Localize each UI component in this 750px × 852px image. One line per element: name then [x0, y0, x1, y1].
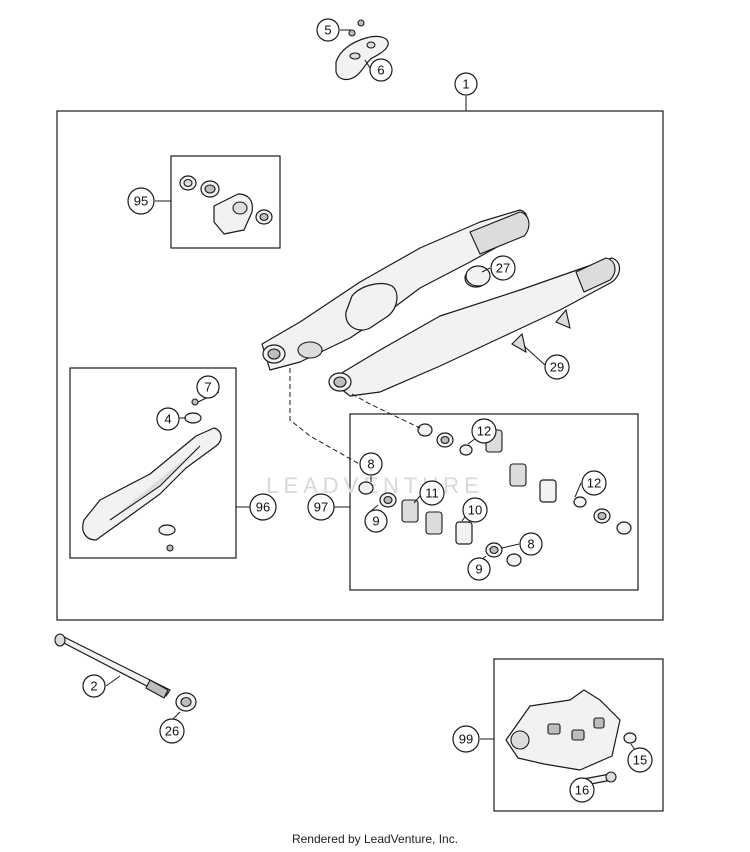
- part-97-bearing-set: [358, 423, 632, 567]
- leader-lines: [105, 29, 636, 783]
- svg-text:4: 4: [164, 412, 171, 427]
- svg-text:5: 5: [324, 23, 331, 38]
- kit-96-frame: [69, 367, 237, 559]
- svg-text:95: 95: [134, 194, 148, 209]
- callout-27: 27: [490, 255, 516, 281]
- part-26-axle-nut: [175, 692, 197, 712]
- svg-text:16: 16: [575, 783, 589, 798]
- part-96-chain-slider: [82, 398, 222, 552]
- callout-11: 11: [419, 480, 445, 506]
- svg-text:12: 12: [587, 476, 601, 491]
- part-6-clip: [335, 19, 389, 81]
- callout-99: 99: [452, 725, 480, 753]
- kit-97-frame: [349, 413, 639, 591]
- callout-29: 29: [544, 354, 570, 380]
- callout-97: 97: [307, 493, 335, 521]
- callout-6: 6: [369, 58, 393, 82]
- svg-text:12: 12: [477, 424, 491, 439]
- callout-9-lower: 9: [467, 557, 491, 581]
- svg-text:8: 8: [367, 457, 374, 472]
- svg-text:9: 9: [475, 562, 482, 577]
- part-95-bearing-kit: [179, 175, 273, 235]
- kit-95-frame: [170, 155, 281, 249]
- kit-99-frame: [493, 658, 664, 812]
- main-assembly-frame: [56, 110, 664, 621]
- svg-text:1: 1: [462, 77, 469, 92]
- callout-12-lower: 12: [581, 470, 607, 496]
- watermark: LEADVENTURE: [266, 473, 484, 498]
- svg-text:8: 8: [527, 537, 534, 552]
- callout-5: 5: [316, 18, 340, 42]
- svg-text:9: 9: [372, 514, 379, 529]
- svg-text:96: 96: [256, 500, 270, 515]
- callout-12-upper: 12: [471, 418, 497, 444]
- callout-1: 1: [454, 72, 478, 96]
- callout-10: 10: [462, 497, 488, 523]
- callout-26: 26: [159, 718, 185, 744]
- callout-4: 4: [156, 407, 180, 431]
- svg-text:27: 27: [496, 261, 510, 276]
- svg-text:6: 6: [377, 63, 384, 78]
- callout-9-upper: 9: [364, 509, 388, 533]
- callout-2: 2: [82, 674, 106, 698]
- svg-text:7: 7: [204, 380, 211, 395]
- part-2-axle: [54, 633, 171, 699]
- svg-text:29: 29: [550, 360, 564, 375]
- svg-text:26: 26: [165, 724, 179, 739]
- callout-7: 7: [196, 375, 220, 399]
- svg-text:97: 97: [314, 500, 328, 515]
- callout-16: 16: [569, 777, 595, 803]
- svg-text:15: 15: [633, 753, 647, 768]
- footer-credit: Rendered by LeadVenture, Inc.: [291, 832, 459, 846]
- svg-text:11: 11: [425, 486, 439, 501]
- svg-text:10: 10: [468, 503, 482, 518]
- callout-96: 96: [249, 493, 277, 521]
- callout-8-upper: 8: [359, 452, 383, 476]
- part-27-seal: [465, 265, 491, 287]
- svg-text:99: 99: [459, 732, 473, 747]
- svg-text:2: 2: [90, 679, 97, 694]
- callout-15: 15: [627, 747, 653, 773]
- callout-95: 95: [127, 187, 155, 215]
- part-99-chain-guide: [505, 689, 637, 787]
- callout-8-lower: 8: [519, 532, 543, 556]
